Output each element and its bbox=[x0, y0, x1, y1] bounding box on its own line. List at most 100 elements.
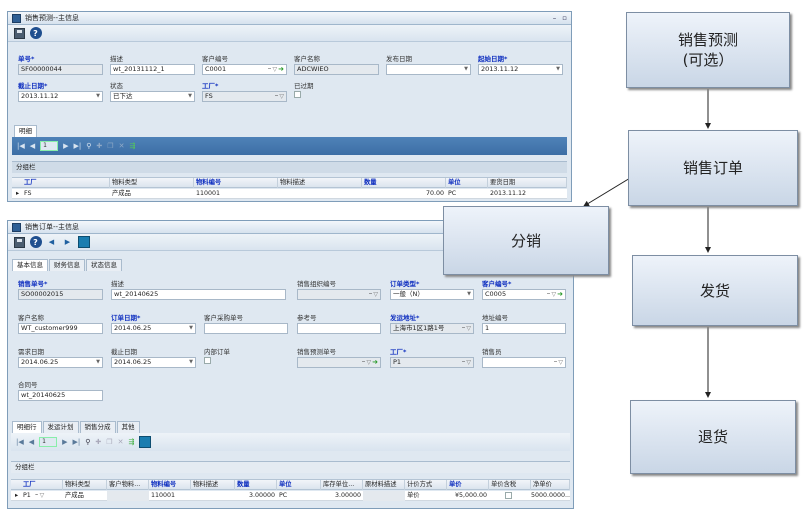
dropdown-icon[interactable]: ▼ bbox=[556, 66, 560, 72]
internal-order-checkbox[interactable] bbox=[204, 357, 211, 364]
cell-material-type[interactable]: 产成品 bbox=[65, 492, 84, 499]
next-page-icon[interactable]: ▶ bbox=[62, 438, 68, 446]
col-material-no[interactable]: 物料编号 bbox=[194, 178, 278, 188]
cell-tax-incl[interactable] bbox=[489, 491, 531, 501]
order-date-input[interactable]: 2014.06.25▼ bbox=[111, 323, 196, 334]
col-tax-incl[interactable]: 单价含税 bbox=[489, 480, 531, 490]
binoculars-icon[interactable]: ⚲ bbox=[86, 142, 92, 150]
status-select[interactable]: 已下达▼ bbox=[110, 91, 195, 102]
tab-sales-split[interactable]: 销售分成 bbox=[79, 421, 116, 433]
tab-finance-info[interactable]: 财务信息 bbox=[49, 259, 85, 271]
col-raw-desc[interactable]: 原材料描述 bbox=[363, 480, 405, 490]
delete-row-icon[interactable]: ✕ bbox=[117, 438, 124, 446]
required-date-input[interactable]: 2014.06.25▼ bbox=[18, 357, 103, 368]
order-type-select[interactable]: 一般（N）▼ bbox=[390, 289, 474, 300]
tab-other[interactable]: 其他 bbox=[116, 421, 140, 433]
cell-unit[interactable]: PC bbox=[448, 190, 457, 197]
filter-icon[interactable]: ▽ bbox=[558, 359, 563, 366]
start-date-input[interactable]: 2013.11.12▼ bbox=[478, 64, 563, 75]
cell-raw-desc[interactable] bbox=[363, 491, 405, 501]
cell-net-price[interactable]: 5000.0000... bbox=[531, 492, 570, 499]
customer-po-input[interactable] bbox=[204, 323, 288, 334]
col-material-type[interactable]: 物料类型 bbox=[110, 178, 194, 188]
export-icon[interactable]: ⇶ bbox=[128, 438, 135, 446]
cell-price[interactable]: ¥5,000.00 bbox=[454, 492, 487, 499]
go-arrow-icon[interactable]: ➜ bbox=[557, 290, 563, 298]
add-row-icon[interactable]: ✚ bbox=[96, 142, 103, 150]
save-button[interactable] bbox=[13, 236, 26, 249]
lookup-icon[interactable]: ··· bbox=[267, 66, 272, 73]
tax-incl-checkbox[interactable] bbox=[505, 492, 512, 499]
next-record-button[interactable]: ▶ bbox=[64, 238, 71, 246]
col-plant[interactable]: 工厂 bbox=[22, 178, 110, 188]
order-description-input[interactable]: wt_20140625 bbox=[111, 289, 286, 300]
col-unit[interactable]: 单位 bbox=[277, 480, 321, 490]
cell-plant[interactable]: FS bbox=[24, 190, 32, 197]
expired-checkbox[interactable] bbox=[294, 91, 301, 98]
dropdown-icon[interactable]: ▼ bbox=[188, 93, 192, 99]
col-date[interactable]: 要货日期 bbox=[488, 178, 567, 188]
prev-page-icon[interactable]: ◀ bbox=[28, 438, 35, 446]
order-plant-input[interactable]: P1···▽ bbox=[390, 357, 474, 368]
description-input[interactable]: wt_20131112_1 bbox=[110, 64, 195, 75]
dropdown-icon[interactable]: ▼ bbox=[467, 291, 471, 297]
cell-material-type[interactable]: 产成品 bbox=[112, 190, 131, 197]
lookup-icon[interactable]: ··· bbox=[368, 291, 373, 298]
tab-detail[interactable]: 明细 bbox=[14, 125, 37, 137]
add-row-icon[interactable]: ✚ bbox=[95, 438, 102, 446]
filter-icon[interactable]: ▽ bbox=[373, 291, 378, 298]
copy-row-icon[interactable]: ❐ bbox=[107, 142, 114, 150]
last-page-icon[interactable]: ▶| bbox=[73, 142, 82, 150]
prev-record-button[interactable]: ◀ bbox=[48, 238, 55, 246]
dropdown-icon[interactable]: ▼ bbox=[96, 359, 100, 365]
dropdown-icon[interactable]: ▼ bbox=[464, 66, 468, 72]
cell-date[interactable]: 2013.11.12 bbox=[490, 190, 527, 197]
tab-shipping-plan[interactable]: 发运计划 bbox=[42, 421, 79, 433]
contract-no-input[interactable]: wt_20140625 bbox=[18, 390, 103, 401]
col-customer-material[interactable]: 客户物料... bbox=[107, 480, 149, 490]
filter-icon[interactable]: ▽ bbox=[366, 359, 372, 366]
dropdown-icon[interactable]: ▼ bbox=[189, 325, 193, 331]
forecast-no-input[interactable]: SF00000044 bbox=[18, 64, 103, 75]
cell-qty[interactable]: 70.00 bbox=[425, 190, 444, 197]
col-description[interactable]: 物料描述 bbox=[278, 178, 362, 188]
page-number-input[interactable]: 1 bbox=[40, 141, 59, 151]
cell-stock-unit[interactable]: 3.00000 bbox=[334, 492, 361, 499]
tab-detail-lines[interactable]: 明细行 bbox=[12, 421, 42, 433]
tab-status-info[interactable]: 状态信息 bbox=[86, 259, 122, 271]
filter-icon[interactable]: ▽ bbox=[551, 291, 557, 298]
lookup-icon[interactable]: ··· bbox=[274, 93, 279, 100]
cell-pricing[interactable]: 单价 bbox=[407, 492, 420, 499]
help-button[interactable]: ? bbox=[29, 236, 42, 249]
grid-view-button[interactable] bbox=[77, 236, 90, 249]
order-customer-no-input[interactable]: C0005···▽➜ bbox=[482, 289, 566, 300]
cell-qty[interactable]: 3.00000 bbox=[248, 492, 275, 499]
col-net-price[interactable]: 净单价 bbox=[531, 480, 570, 490]
filter-icon[interactable]: ▽ bbox=[466, 325, 471, 332]
col-material-type[interactable]: 物料类型 bbox=[63, 480, 107, 490]
salesperson-input[interactable]: ···▽ bbox=[482, 357, 566, 368]
ship-address-input[interactable]: 上海市1区1路1号···▽ bbox=[390, 323, 474, 334]
lookup-icon[interactable]: ··· bbox=[461, 359, 466, 366]
next-page-icon[interactable]: ▶ bbox=[63, 142, 69, 150]
order-no-input[interactable]: SO00002015 bbox=[18, 289, 103, 300]
col-stock-unit[interactable]: 库存单位... bbox=[321, 480, 363, 490]
table-row[interactable]: ▸ FS 产成品 110001 70.00 PC 2013.11.12 bbox=[12, 189, 567, 199]
forecast-ref-input[interactable]: ···▽➜ bbox=[297, 357, 381, 368]
cell-material-no[interactable]: 110001 bbox=[151, 492, 176, 499]
order-customer-name-input[interactable]: WT_customer999 bbox=[18, 323, 103, 334]
first-page-icon[interactable]: |◀ bbox=[16, 438, 24, 446]
go-arrow-icon[interactable]: ➜ bbox=[372, 358, 378, 366]
last-page-icon[interactable]: ▶| bbox=[72, 438, 81, 446]
plant-input[interactable]: FS···▽ bbox=[202, 91, 287, 102]
save-button[interactable] bbox=[13, 27, 26, 40]
prev-page-icon[interactable]: ◀ bbox=[29, 142, 36, 150]
col-plant[interactable]: 工厂 bbox=[21, 480, 63, 490]
lookup-icon[interactable]: ··· bbox=[361, 359, 366, 366]
export-icon[interactable]: ⇶ bbox=[129, 142, 136, 150]
first-page-icon[interactable]: |◀ bbox=[17, 142, 25, 150]
delete-row-icon[interactable]: ✕ bbox=[118, 142, 125, 150]
dropdown-icon[interactable]: ▼ bbox=[189, 359, 193, 365]
cell-material-no[interactable]: 110001 bbox=[196, 190, 221, 197]
col-price[interactable]: 单价 bbox=[447, 480, 489, 490]
